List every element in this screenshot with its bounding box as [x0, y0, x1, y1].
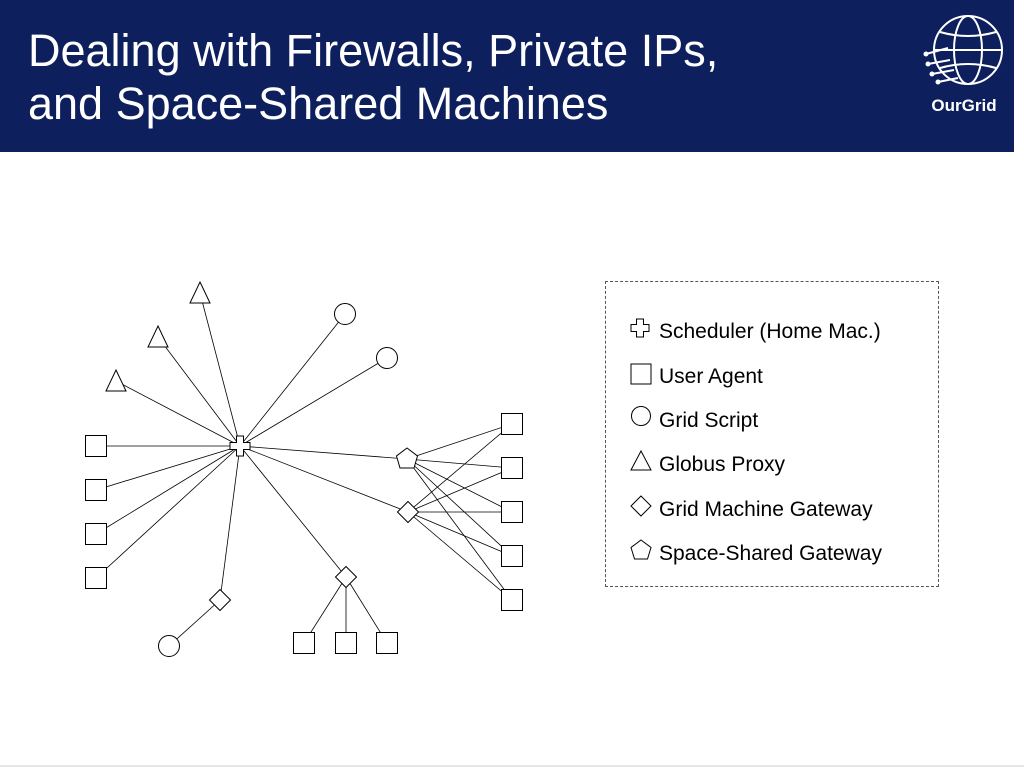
logo-text: OurGrid [931, 96, 997, 115]
title-line-1: Dealing with Firewalls, Private IPs, [28, 25, 719, 76]
title-bar: Dealing with Firewalls, Private IPs, and… [0, 0, 1014, 152]
edge-dR-r2 [407, 467, 513, 513]
edge-pent-r4 [406, 458, 513, 557]
edge-sched-t2 [157, 336, 241, 447]
legend-label: Grid Machine Gateway [659, 498, 873, 521]
edge-sched-dL [219, 445, 241, 601]
edge-sched-s2 [95, 445, 241, 491]
square-node-b3 [376, 632, 398, 654]
legend-label: Grid Script [659, 409, 759, 432]
circle-node-c2 [376, 347, 398, 369]
plus-icon [630, 318, 650, 338]
plus-node-sched [229, 435, 251, 457]
edge-sched-s3 [95, 445, 241, 535]
edge-sched-dM [239, 445, 347, 578]
legend-label: Globus Proxy [659, 453, 786, 476]
edge-pent-r1 [406, 423, 513, 460]
edge-sched-t3 [115, 380, 241, 447]
square-node-s4 [85, 567, 107, 589]
title-line-2: and Space-Shared Machines [28, 78, 609, 129]
circle-node-c1 [334, 303, 356, 325]
diamond-node-dL [208, 588, 232, 612]
triangle-icon [630, 449, 652, 471]
edge-sched-s4 [95, 445, 241, 579]
square-node-r3 [501, 501, 523, 523]
edges [95, 292, 513, 647]
nodes [85, 280, 523, 657]
legend-label: User Agent [659, 365, 763, 388]
edge-sched-pent [239, 445, 408, 460]
edge-sched-c1 [239, 313, 346, 447]
square-node-r5 [501, 589, 523, 611]
edge-sched-dR [239, 445, 409, 513]
edge-dL-c3 [168, 599, 221, 647]
edge-sched-c2 [239, 357, 388, 447]
edge-pent-r2 [406, 458, 513, 469]
square-node-s1 [85, 435, 107, 457]
page-title: Dealing with Firewalls, Private IPs, and… [28, 24, 718, 130]
square-node-b1 [293, 632, 315, 654]
globe-network-icon [923, 15, 1003, 85]
square-node-s3 [85, 523, 107, 545]
square-icon [630, 363, 652, 385]
triangle-node-t1 [189, 280, 211, 304]
edge-pent-r3 [406, 458, 513, 513]
square-node-b2 [335, 632, 357, 654]
ourgrid-logo: OurGrid [918, 8, 1010, 128]
circle-icon [631, 406, 651, 426]
square-node-r2 [501, 457, 523, 479]
triangle-node-t2 [147, 324, 169, 348]
bottom-divider [0, 765, 1024, 767]
edge-dR-r1 [407, 423, 513, 513]
diamond-node-dM [334, 565, 358, 589]
legend: Scheduler (Home Mac.) User Agent Grid Sc… [605, 281, 939, 587]
edge-dR-r4 [407, 511, 513, 557]
pentagon-icon [630, 539, 652, 560]
legend-label: Scheduler (Home Mac.) [659, 320, 881, 343]
diamond-node-dR [396, 500, 420, 524]
square-node-r1 [501, 413, 523, 435]
edge-pent-r5 [406, 458, 513, 601]
legend-label: Space-Shared Gateway [659, 542, 882, 565]
square-node-r4 [501, 545, 523, 567]
circle-node-c3 [158, 635, 180, 657]
edge-dR-r5 [407, 511, 513, 601]
diamond-icon [630, 495, 652, 517]
edge-sched-t1 [199, 292, 241, 447]
square-node-s2 [85, 479, 107, 501]
pentagon-node-pent [395, 447, 419, 469]
triangle-node-t3 [105, 368, 127, 392]
